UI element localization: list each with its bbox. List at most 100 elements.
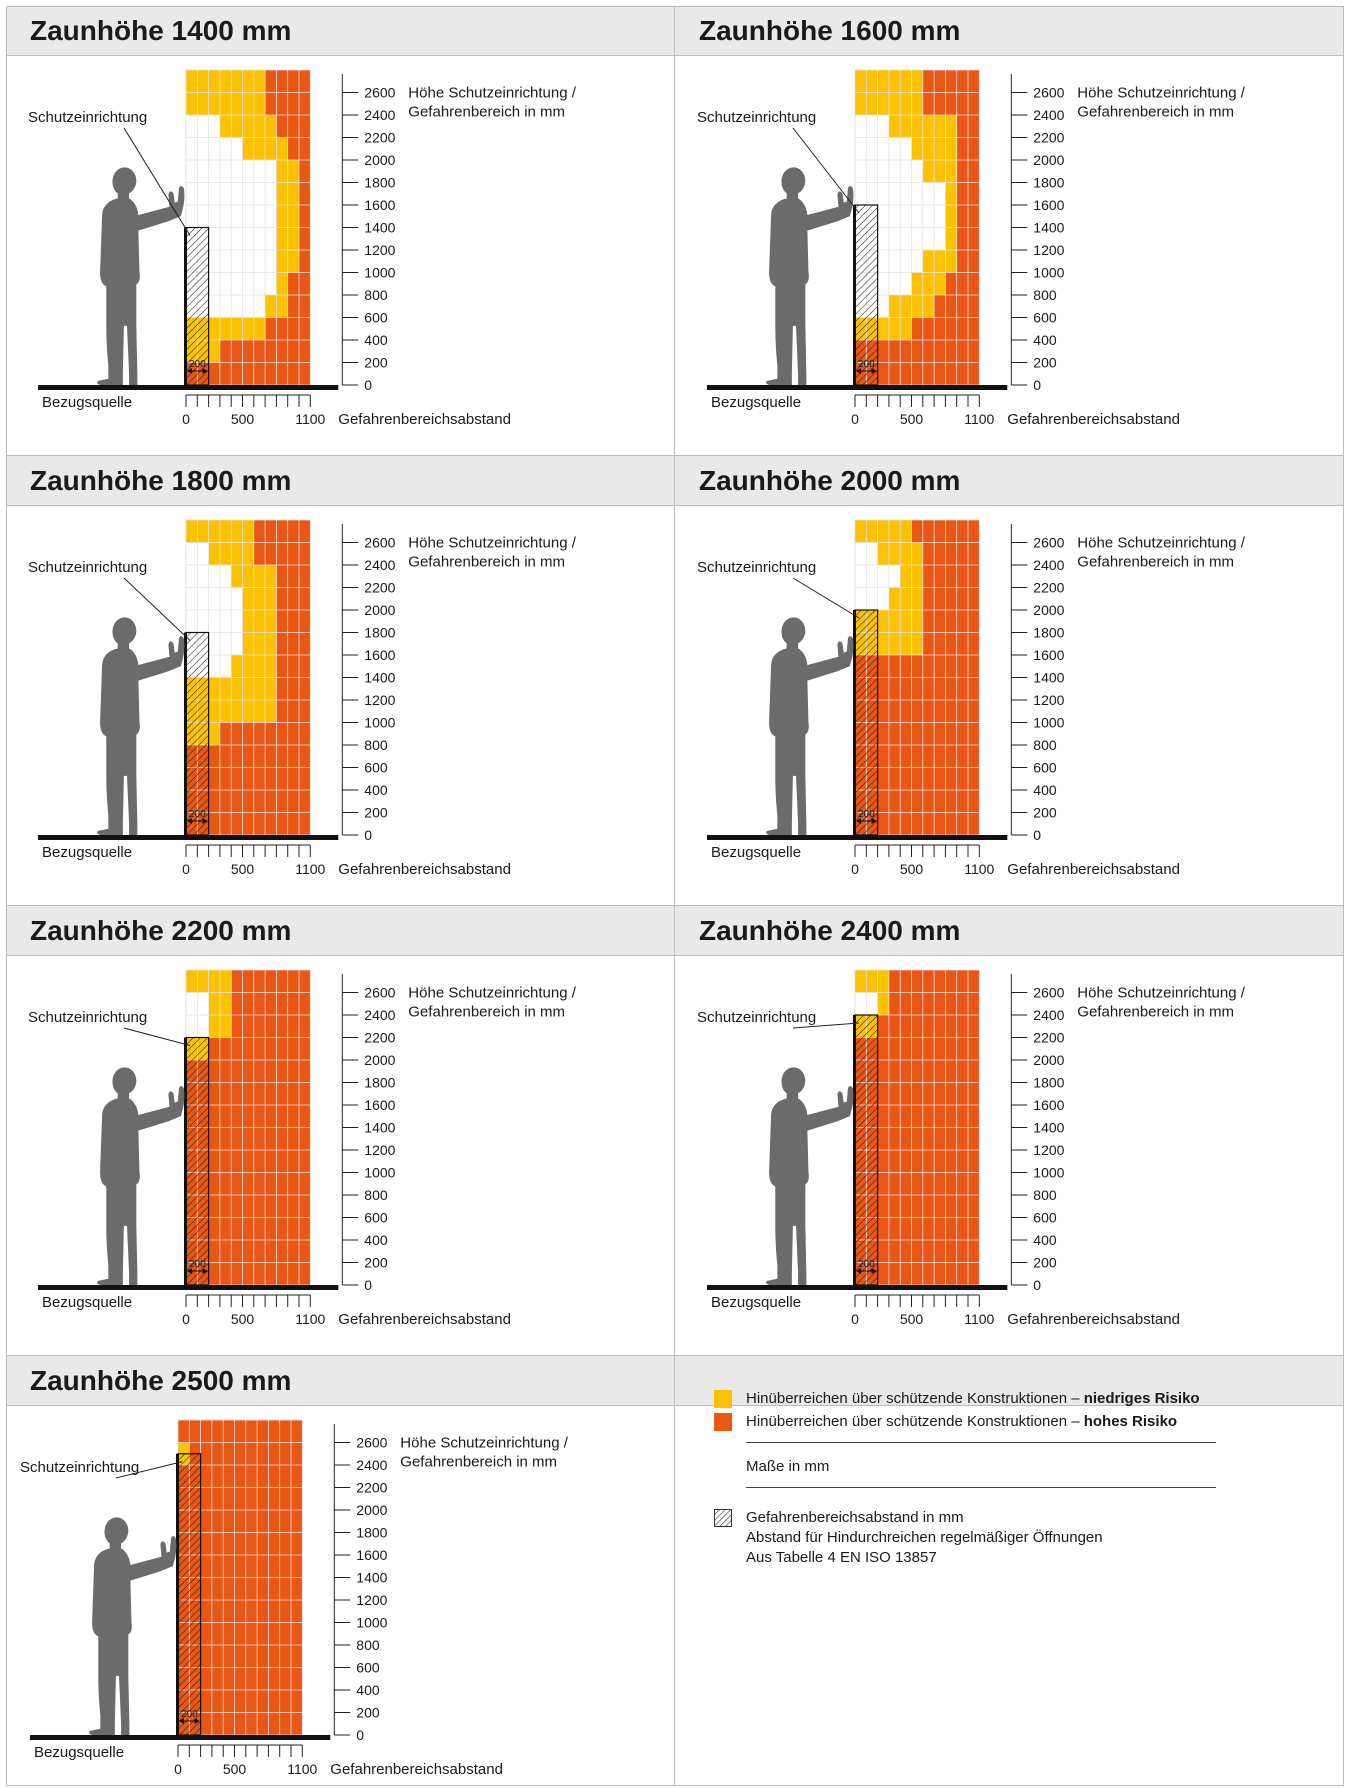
cell-high-risk — [299, 317, 311, 340]
cell-high-risk — [257, 1510, 269, 1533]
y-tick-label: 1200 — [364, 1142, 395, 1158]
cell-high-risk — [242, 722, 254, 745]
cell-high-risk — [265, 745, 277, 768]
cell-high-risk — [234, 1577, 246, 1600]
y-tick-label: 2600 — [1033, 85, 1064, 101]
cell-low-risk — [265, 610, 277, 633]
cell-high-risk — [257, 1555, 269, 1578]
cell-low-risk — [911, 115, 923, 138]
cell-high-risk — [223, 1622, 235, 1645]
cell-high-risk — [299, 160, 311, 183]
cell-high-risk — [279, 1712, 291, 1735]
arrowhead-right-icon — [194, 1718, 200, 1724]
legend-hatch-line1: Gefahrenbereichsabstand in mm — [746, 1509, 964, 1526]
cell-high-risk — [922, 520, 935, 543]
cell-high-risk — [200, 1487, 212, 1510]
cell-high-risk — [900, 1240, 912, 1263]
guard-leader-line — [792, 127, 860, 214]
cell-high-risk — [219, 1060, 232, 1083]
cell-high-risk — [945, 1105, 957, 1128]
cell-high-risk — [934, 295, 946, 318]
cell-high-risk — [877, 790, 889, 813]
cell-high-risk — [287, 1105, 299, 1128]
legend-divider-1 — [746, 1442, 1216, 1443]
cell-high-risk — [223, 1667, 235, 1690]
guard-leader-line — [792, 577, 860, 619]
cell-high-risk — [922, 992, 935, 1015]
y-tick-label: 1400 — [1033, 220, 1064, 236]
y-tick-label: 800 — [356, 1637, 380, 1653]
y-tick-label: 400 — [1033, 1232, 1057, 1248]
cell-high-risk — [253, 362, 266, 385]
cell-low-risk — [888, 70, 901, 93]
cell-high-risk — [911, 340, 923, 363]
guard-label: Schutzeinrichtung — [28, 109, 147, 126]
cell-low-risk — [911, 587, 923, 610]
cell-low-risk — [231, 655, 243, 678]
cell-high-risk — [208, 1082, 220, 1105]
cell-high-risk — [242, 1105, 254, 1128]
cell-high-risk — [253, 1240, 266, 1263]
cell-high-risk — [299, 137, 311, 160]
cell-high-risk — [968, 790, 980, 813]
cell-low-risk — [197, 92, 209, 115]
panel-title: Zaunhöhe 2500 mm — [6, 1356, 674, 1406]
cell-low-risk — [208, 92, 220, 115]
cell-high-risk — [934, 610, 946, 633]
cell-low-risk — [265, 632, 277, 655]
cell-high-risk — [968, 295, 980, 318]
y-tick-label: 2600 — [1033, 985, 1064, 1001]
guard-label: Schutzeinrichtung — [697, 109, 816, 126]
cell-high-risk — [922, 812, 935, 835]
cell-high-risk — [888, 1105, 901, 1128]
cell-high-risk — [299, 565, 311, 588]
y-tick-label: 1200 — [1033, 242, 1064, 258]
cell-high-risk — [934, 1262, 946, 1285]
y-tick-label: 2000 — [364, 152, 395, 168]
cell-high-risk — [276, 745, 288, 768]
cell-high-risk — [922, 790, 935, 813]
cell-high-risk — [265, 520, 277, 543]
person-silhouette-icon — [89, 1517, 177, 1735]
cell-low-risk — [911, 137, 923, 160]
y-tick-label: 2400 — [1033, 1007, 1064, 1023]
cell-high-risk — [968, 227, 980, 250]
cell-high-risk — [257, 1622, 269, 1645]
cell-high-risk — [242, 1127, 254, 1150]
y-tick-label: 1000 — [1033, 265, 1064, 281]
cell-low-risk — [242, 587, 254, 610]
cell-high-risk — [268, 1712, 280, 1735]
cell-high-risk — [253, 812, 266, 835]
panel-title: Zaunhöhe 1800 mm — [6, 456, 674, 506]
cell-low-risk — [287, 205, 299, 228]
cell-high-risk — [245, 1690, 258, 1713]
y-tick-label: 800 — [364, 737, 388, 753]
cell-high-risk — [287, 295, 299, 318]
y-axis-title: Höhe Schutzeinrichtung / — [1077, 985, 1245, 1002]
cell-high-risk — [200, 1712, 212, 1735]
cell-low-risk — [877, 542, 889, 565]
cell-high-risk — [299, 520, 311, 543]
cell-high-risk — [956, 295, 968, 318]
cell-high-risk — [888, 992, 901, 1015]
cell-high-risk — [253, 767, 266, 790]
cell-high-risk — [242, 1037, 254, 1060]
cell-low-risk — [922, 115, 935, 138]
cell-high-risk — [279, 1442, 291, 1465]
cell-low-risk — [911, 295, 923, 318]
y-axis-title: Gefahrenbereich in mm — [400, 1454, 557, 1471]
cell-high-risk — [922, 970, 935, 993]
cell-high-risk — [279, 1487, 291, 1510]
cell-high-risk — [968, 70, 980, 93]
cell-high-risk — [968, 1127, 980, 1150]
cell-high-risk — [922, 362, 935, 385]
cell-high-risk — [968, 1172, 980, 1195]
cell-high-risk — [888, 767, 901, 790]
cell-high-risk — [223, 1510, 235, 1533]
guard-structure — [185, 631, 210, 836]
y-tick-label: 2400 — [356, 1457, 387, 1473]
cell-low-risk — [911, 610, 923, 633]
cell-low-risk — [253, 137, 266, 160]
y-tick-label: 2000 — [364, 1052, 395, 1068]
cell-high-risk — [968, 1105, 980, 1128]
